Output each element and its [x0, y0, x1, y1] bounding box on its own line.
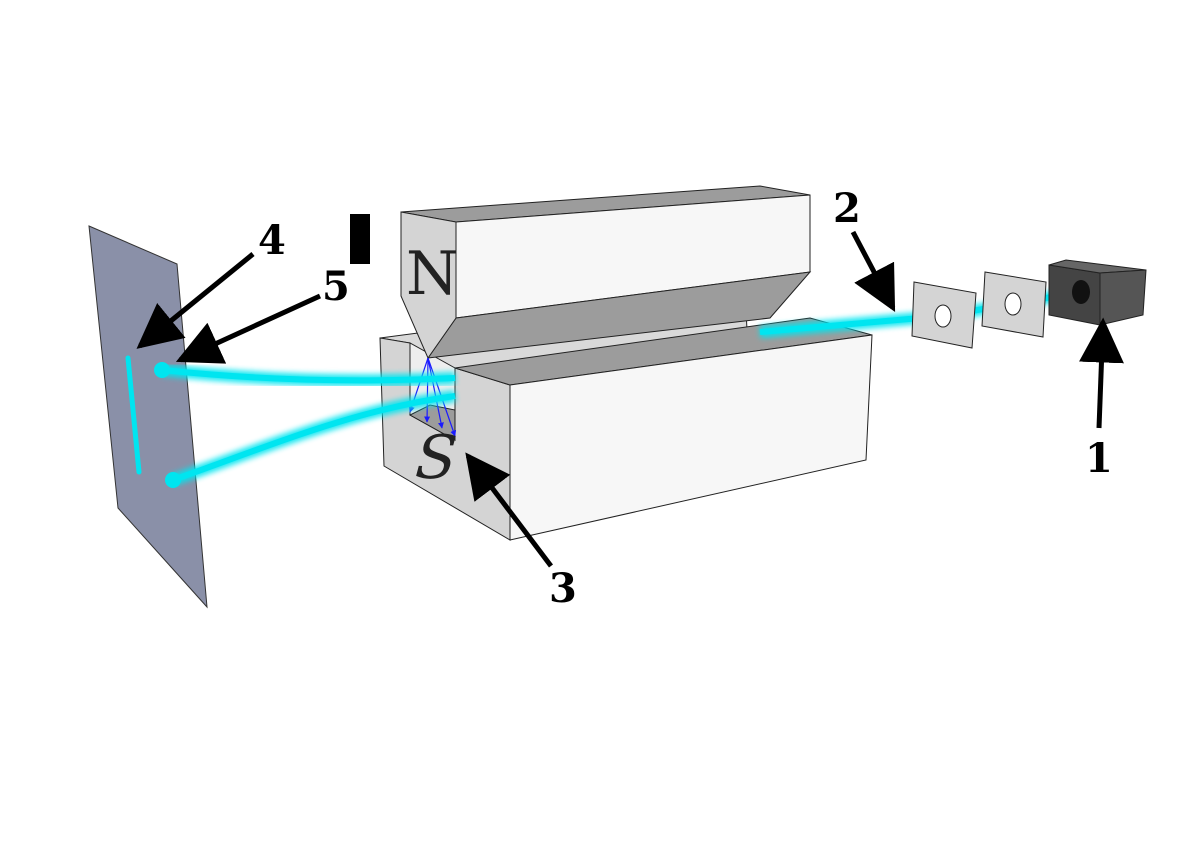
callout-arrow-1: [1078, 317, 1124, 429]
detector-spot-lower: [165, 472, 181, 488]
north-magnet-front-face: [400, 211, 457, 360]
collimator-hole-2: [1004, 292, 1022, 316]
callout-label-4: 4: [258, 217, 286, 264]
callout-label-1: 1: [1085, 435, 1113, 482]
detector-spot-upper: [154, 362, 170, 378]
marker-bar: [350, 214, 370, 264]
collimator-hole-1: [934, 304, 952, 328]
callout-label-2: 2: [833, 185, 861, 232]
north-pole-label: N: [406, 239, 459, 309]
oven-aperture: [1072, 280, 1090, 304]
callout-arrows: [136, 230, 1124, 568]
callout-arrow-3: [465, 452, 553, 568]
callout-arrow-2: [850, 230, 896, 312]
callout-arrow-4: [136, 252, 255, 349]
atomic-beam: [161, 286, 1082, 486]
callout-arrow-5: [175, 293, 322, 364]
callout-label-5: 5: [322, 263, 350, 310]
oven-side: [1099, 269, 1147, 326]
south-magnet-groove-floor: [408, 404, 456, 441]
classical-expected-line: [125, 355, 142, 475]
callout-label-3: 3: [549, 565, 577, 612]
detector-screen: [88, 225, 208, 609]
